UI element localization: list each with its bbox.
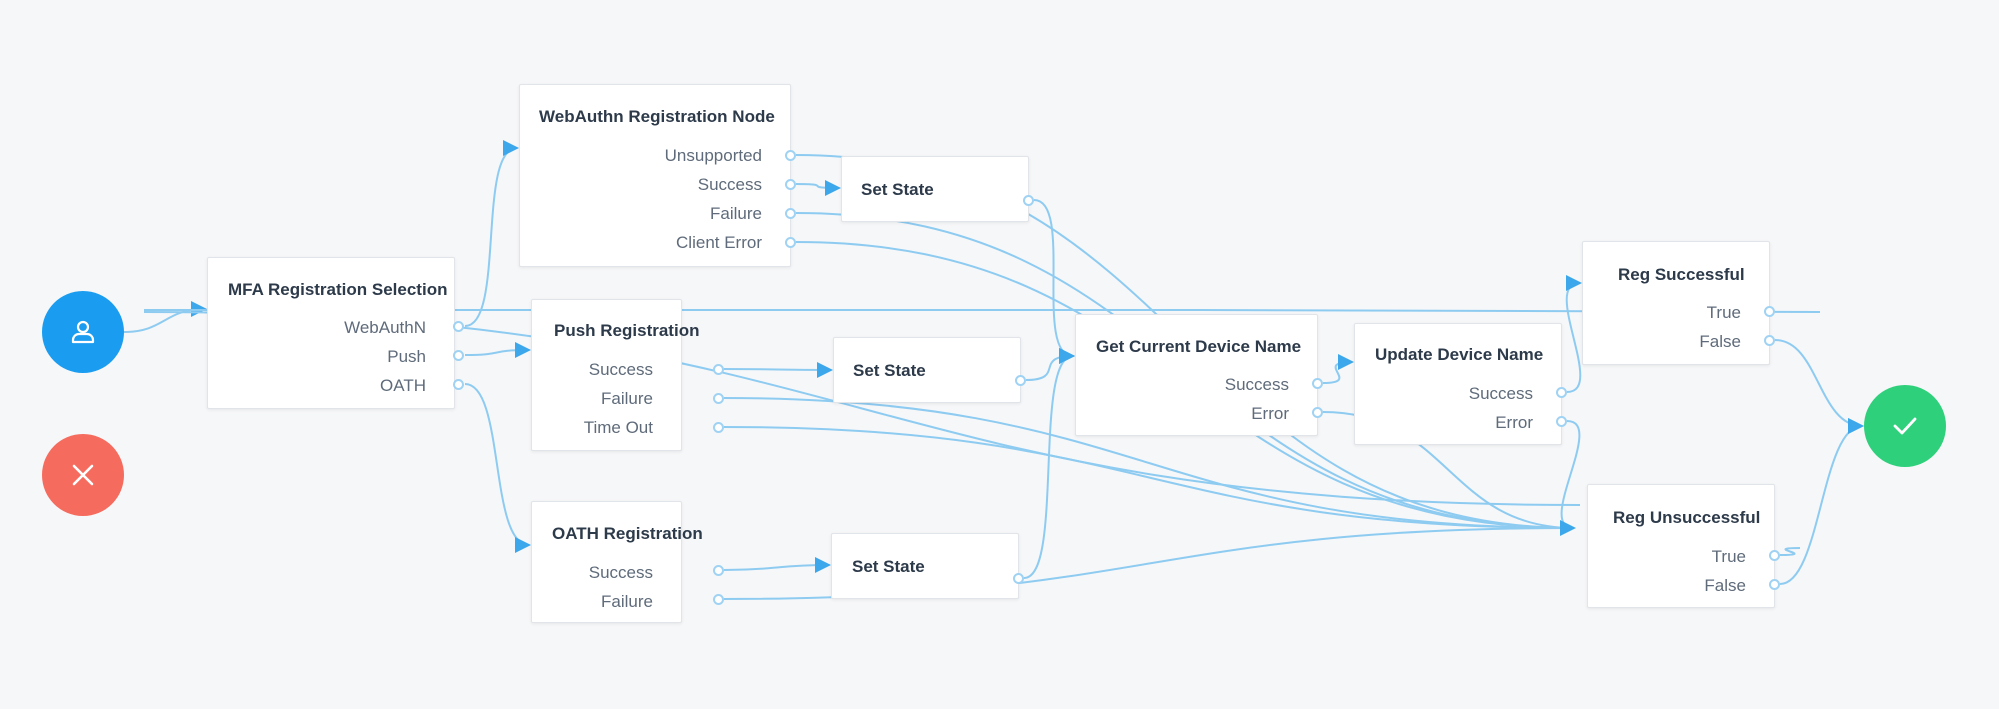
wire-oath-out <box>464 383 531 553</box>
wire-get-device-success <box>1322 354 1354 384</box>
outcome-label: Success <box>1224 375 1289 394</box>
node-title: MFA Registration Selection <box>228 280 448 299</box>
port-reg-successful-false[interactable] <box>1764 335 1775 346</box>
port-push-failure[interactable] <box>713 393 724 404</box>
node-reg-successful[interactable]: Reg Successful True False <box>1582 241 1770 365</box>
port-oath-failure[interactable] <box>713 594 724 605</box>
node-set-state-2[interactable]: Set State <box>833 337 1021 403</box>
port-reg-unsuccessful-false[interactable] <box>1769 579 1780 590</box>
outcome-label: Error <box>1251 404 1289 423</box>
port-webauthn-client-error[interactable] <box>785 237 796 248</box>
node-title: Reg Successful <box>1618 265 1745 284</box>
close-icon <box>72 464 94 486</box>
port-mfa-oath[interactable] <box>453 379 464 390</box>
wire-update-device-error <box>1559 420 1581 536</box>
node-title: Update Device Name <box>1375 345 1544 364</box>
start-node[interactable] <box>42 291 124 373</box>
outcome-label: Error <box>1495 413 1533 432</box>
node-set-state-3[interactable]: Set State <box>831 533 1019 599</box>
checkmark-icon <box>1893 417 1917 435</box>
node-title: WebAuthn Registration Node <box>539 107 775 126</box>
node-title: Push Registration <box>554 321 700 340</box>
outcome-label: Success <box>588 563 653 582</box>
wire-set-state-1-out <box>1033 199 1075 364</box>
port-webauthn-unsupported[interactable] <box>785 150 796 161</box>
outcome-label: False <box>1699 332 1741 351</box>
outcome-label: True <box>1711 547 1746 566</box>
port-set-state-2-out[interactable] <box>1015 375 1026 386</box>
port-oath-success[interactable] <box>713 565 724 576</box>
outcome-label: Client Error <box>676 233 762 252</box>
node-title: Set State <box>852 557 925 576</box>
wire-webauthn-success <box>795 179 841 196</box>
port-get-device-success[interactable] <box>1312 378 1323 389</box>
node-get-current-device-name[interactable]: Get Current Device Name Success Error <box>1075 314 1318 436</box>
port-update-device-error[interactable] <box>1556 416 1567 427</box>
outcome-label: Success <box>1468 384 1533 403</box>
outcome-label: Time Out <box>583 418 653 437</box>
node-mfa-registration-selection[interactable]: MFA Registration Selection WebAuthN Push… <box>207 257 455 409</box>
outcome-label: Unsupported <box>664 146 762 165</box>
port-mfa-push[interactable] <box>453 350 464 361</box>
outcome-label: False <box>1704 576 1746 595</box>
outcome-label: Failure <box>601 592 653 611</box>
port-update-device-success[interactable] <box>1556 387 1567 398</box>
outcome-label: Success <box>697 175 762 194</box>
node-set-state-1[interactable]: Set State <box>841 156 1029 222</box>
port-push-time-out[interactable] <box>713 422 724 433</box>
port-set-state-1-out[interactable] <box>1023 195 1034 206</box>
outcome-label: Failure <box>710 204 762 223</box>
wire-reg-unsuccessful-true <box>1779 547 1801 556</box>
node-title: Reg Unsuccessful <box>1613 508 1761 527</box>
outcome-label: Success <box>588 360 653 379</box>
outcome-label: Push <box>387 347 426 366</box>
failure-node[interactable] <box>42 434 124 516</box>
port-reg-unsuccessful-true[interactable] <box>1769 550 1780 561</box>
node-webauthn-registration[interactable]: WebAuthn Registration Node Unsupported S… <box>519 84 791 267</box>
wire-set-state-3-out <box>1023 348 1075 579</box>
port-get-device-error[interactable] <box>1312 407 1323 418</box>
wire-webauthn-out <box>464 140 519 327</box>
wire-reg-successful-false <box>1774 339 1864 434</box>
node-title: Set State <box>861 180 934 199</box>
node-push-registration[interactable]: Push Registration Success Failure Time O… <box>531 299 700 451</box>
person-icon <box>71 320 95 344</box>
wire-push-success <box>723 361 833 378</box>
port-webauthn-success[interactable] <box>785 179 796 190</box>
outcome-label: Failure <box>601 389 653 408</box>
wire-update-device-success <box>1565 275 1582 393</box>
wire-push-out <box>464 342 531 359</box>
node-oath-registration[interactable]: OATH Registration Success Failure <box>531 501 703 623</box>
wire-oath-success <box>723 557 831 574</box>
port-mfa-webauthn[interactable] <box>453 321 464 332</box>
port-set-state-3-out[interactable] <box>1013 573 1024 584</box>
outcome-label: OATH <box>380 376 426 395</box>
outcome-label: WebAuthN <box>344 318 426 337</box>
node-title: OATH Registration <box>552 524 703 543</box>
node-update-device-name[interactable]: Update Device Name Success Error <box>1354 323 1562 445</box>
port-reg-successful-true[interactable] <box>1764 306 1775 317</box>
success-node[interactable] <box>1864 385 1946 467</box>
port-webauthn-failure[interactable] <box>785 208 796 219</box>
node-reg-unsuccessful[interactable]: Reg Unsuccessful True False <box>1587 484 1775 608</box>
wire-set-state-2-out <box>1025 348 1075 381</box>
node-title: Set State <box>853 361 926 380</box>
port-push-success[interactable] <box>713 364 724 375</box>
wire-reg-unsuccessful-false <box>1779 418 1864 585</box>
node-title: Get Current Device Name <box>1096 337 1302 356</box>
outcome-label: True <box>1706 303 1741 322</box>
wire-start-to-mfa <box>123 301 207 333</box>
